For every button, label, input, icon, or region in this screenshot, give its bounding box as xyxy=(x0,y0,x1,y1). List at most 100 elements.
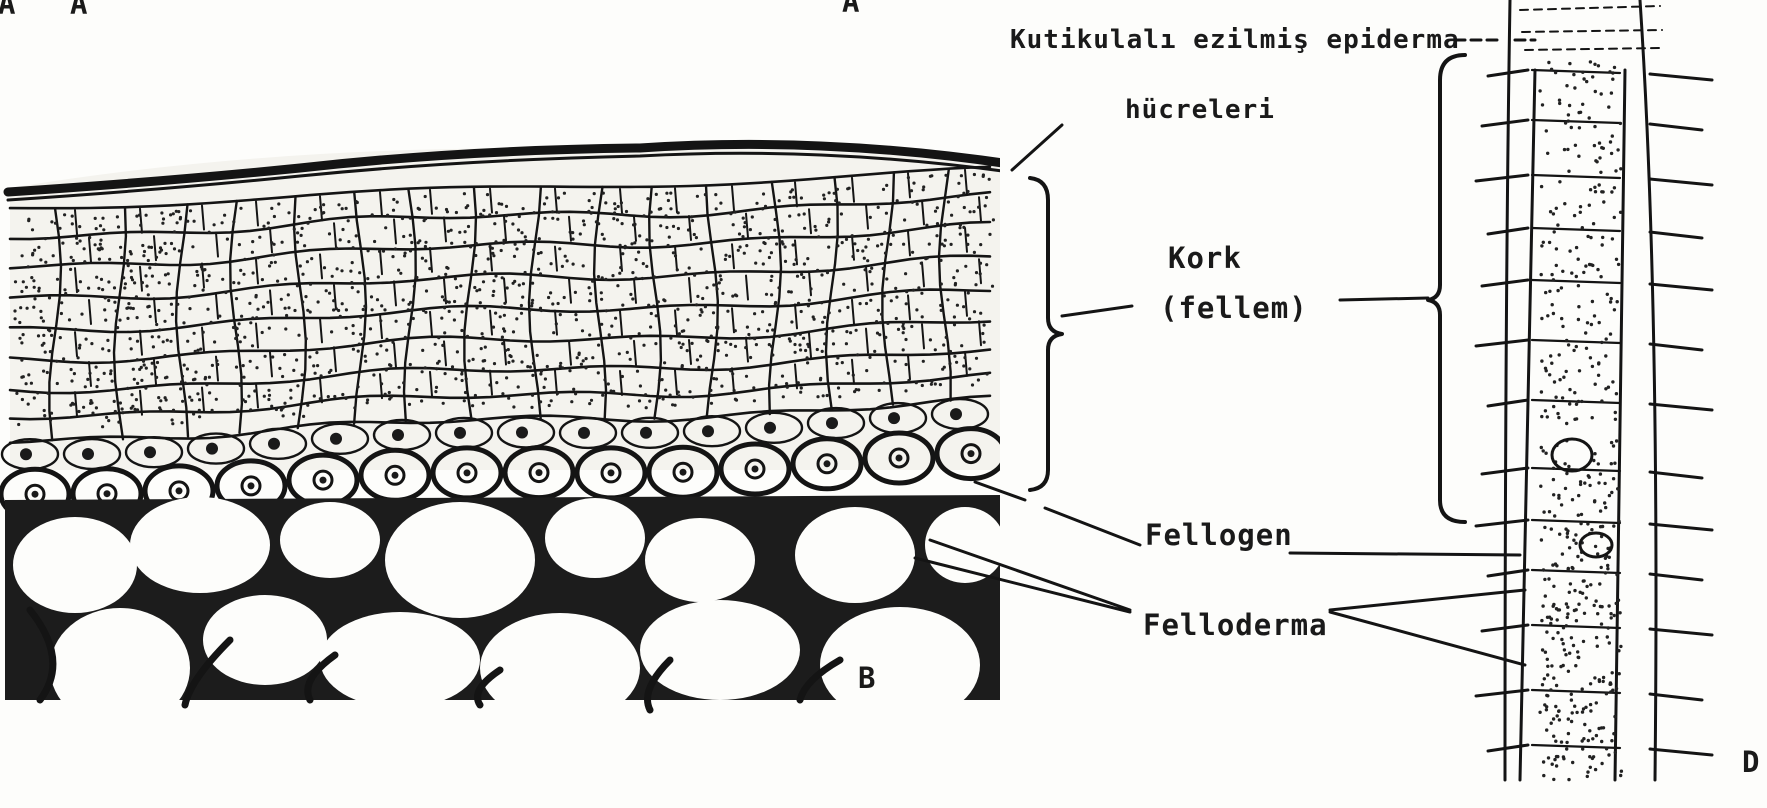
strip-stipple-dot xyxy=(1613,66,1616,69)
stipple-dot xyxy=(856,249,859,252)
stipple-dot xyxy=(710,335,713,338)
stipple-dot xyxy=(303,244,306,247)
strip-stipple-dot xyxy=(1612,732,1615,735)
stipple-dot xyxy=(559,365,562,368)
stipple-dot xyxy=(50,334,53,337)
stipple-dot xyxy=(920,292,923,295)
stipple-dot xyxy=(859,302,862,305)
strip-stipple-dot xyxy=(1585,585,1588,588)
stipple-dot xyxy=(364,360,367,363)
stipple-dot xyxy=(663,361,666,364)
stipple-dot xyxy=(48,329,51,332)
stipple-dot xyxy=(539,307,542,310)
stipple-dot xyxy=(409,363,412,366)
stipple-dot xyxy=(113,286,116,289)
stipple-dot xyxy=(705,286,708,289)
stipple-dot xyxy=(154,263,157,266)
stipple-dot xyxy=(665,226,668,229)
stipple-dot xyxy=(960,344,963,347)
strip-stipple-dot xyxy=(1550,722,1553,725)
stipple-dot xyxy=(792,196,795,199)
stipple-dot xyxy=(695,236,698,239)
stipple-dot xyxy=(734,211,737,214)
strip-stipple-dot xyxy=(1568,104,1571,107)
stipple-dot xyxy=(524,345,527,348)
strip-stipple-dot xyxy=(1577,656,1580,659)
stipple-dot xyxy=(196,274,199,277)
stipple-dot xyxy=(775,242,778,245)
stipple-dot xyxy=(98,248,101,251)
phelloderm-nucleus xyxy=(536,469,543,476)
strip-stipple-dot xyxy=(1600,740,1603,743)
stipple-dot xyxy=(325,289,328,292)
strip-stipple-dot xyxy=(1598,321,1601,324)
stipple-dot xyxy=(482,209,485,212)
stipple-dot xyxy=(101,288,104,291)
stipple-dot xyxy=(966,190,969,193)
stipple-dot xyxy=(825,224,828,227)
stipple-dot xyxy=(645,238,648,241)
stipple-dot xyxy=(106,339,109,342)
strip-stipple-dot xyxy=(1604,571,1607,574)
stipple-dot xyxy=(644,393,647,396)
strip-stipple-dot xyxy=(1556,631,1559,634)
stipple-dot xyxy=(845,342,848,345)
stipple-dot xyxy=(799,333,802,336)
stipple-dot xyxy=(983,341,986,344)
strip-stipple-dot xyxy=(1544,291,1547,294)
strip-stipple-dot xyxy=(1609,300,1612,303)
strip-stipple-dot xyxy=(1613,186,1616,189)
strip-stipple-dot xyxy=(1567,568,1570,571)
strip-stipple-dot xyxy=(1591,737,1594,740)
strip-stipple-dot xyxy=(1558,180,1561,183)
stipple-dot xyxy=(922,185,925,188)
stipple-dot xyxy=(479,213,482,216)
stipple-dot xyxy=(412,317,415,320)
stipple-dot xyxy=(956,304,959,307)
stipple-dot xyxy=(249,360,252,363)
stipple-dot xyxy=(714,193,717,196)
stipple-dot xyxy=(524,239,527,242)
stipple-dot xyxy=(582,359,585,362)
stipple-dot xyxy=(588,286,591,289)
stipple-dot xyxy=(472,358,475,361)
stipple-dot xyxy=(141,244,144,247)
stipple-dot xyxy=(770,293,773,296)
stipple-dot xyxy=(520,360,523,363)
strip-stipple-dot xyxy=(1587,739,1590,742)
stipple-dot xyxy=(268,394,271,397)
strip-stipple-dot xyxy=(1574,664,1577,667)
stipple-dot xyxy=(293,309,296,312)
strip-stipple-dot xyxy=(1563,202,1566,205)
strip-left-tick xyxy=(1476,340,1528,346)
stipple-dot xyxy=(415,276,418,279)
stipple-dot xyxy=(559,313,562,316)
strip-stipple-dot xyxy=(1598,678,1601,681)
stipple-dot xyxy=(955,361,958,364)
stipple-dot xyxy=(674,404,677,407)
stipple-dot xyxy=(202,331,205,334)
stipple-dot xyxy=(551,302,554,305)
strip-stipple-dot xyxy=(1575,619,1578,622)
stipple-dot xyxy=(117,421,120,424)
stipple-dot xyxy=(928,243,931,246)
stipple-dot xyxy=(751,215,754,218)
stipple-dot xyxy=(475,289,478,292)
stipple-dot xyxy=(304,295,307,298)
stipple-dot xyxy=(827,218,830,221)
phelloderm-nucleus xyxy=(824,460,831,467)
stipple-dot xyxy=(327,395,330,398)
stipple-dot xyxy=(655,314,658,317)
stipple-dot xyxy=(459,284,462,287)
stipple-dot xyxy=(635,258,638,261)
strip-stipple-dot xyxy=(1548,241,1551,244)
stipple-dot xyxy=(43,414,46,417)
phellogen-nucleus xyxy=(702,425,714,437)
strip-stipple-dot xyxy=(1552,605,1555,608)
strip-stipple-dot xyxy=(1574,144,1577,147)
strip-stipple-dot xyxy=(1546,658,1549,661)
stipple-dot xyxy=(46,371,49,374)
stipple-dot xyxy=(574,392,577,395)
stipple-dot xyxy=(208,376,211,379)
stipple-dot xyxy=(884,336,887,339)
